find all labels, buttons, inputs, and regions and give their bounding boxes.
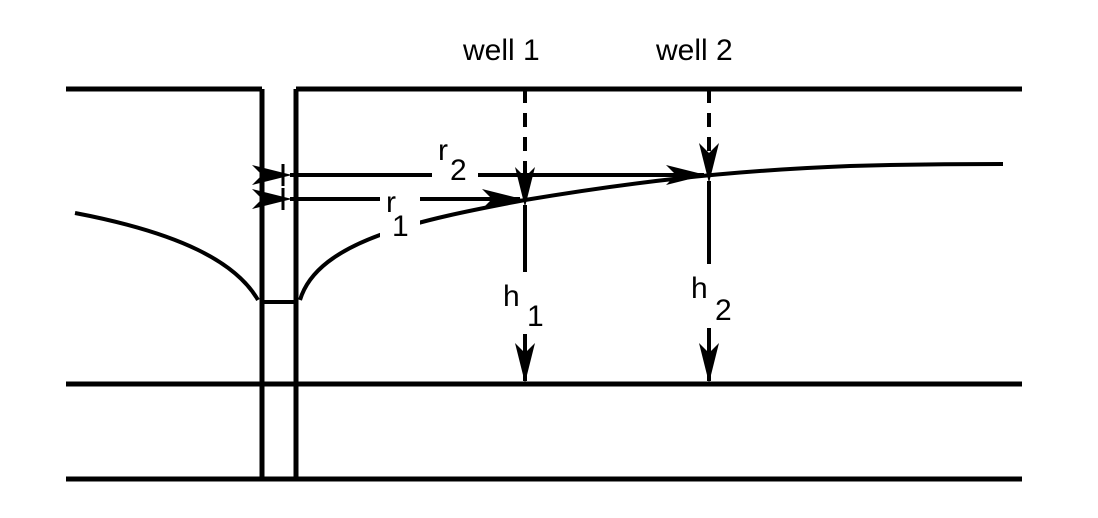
h2-label: h xyxy=(691,272,708,305)
r1-label: r xyxy=(386,186,396,219)
h1-subscript: 1 xyxy=(527,300,544,333)
h2-label-bg xyxy=(686,264,736,328)
r1-label-bg xyxy=(380,186,420,240)
r2-label: r xyxy=(438,134,448,167)
drawdown-curve-left xyxy=(74,211,260,302)
h1-label: h xyxy=(503,280,520,313)
well-1-label: well 1 xyxy=(462,34,540,67)
r1-subscript: 1 xyxy=(392,210,409,243)
h1-label-bg xyxy=(500,272,550,334)
r2-label-bg xyxy=(432,130,478,188)
h2-subscript: 2 xyxy=(715,294,732,327)
well-2-label: well 2 xyxy=(655,34,733,67)
r2-subscript: 2 xyxy=(450,154,467,187)
